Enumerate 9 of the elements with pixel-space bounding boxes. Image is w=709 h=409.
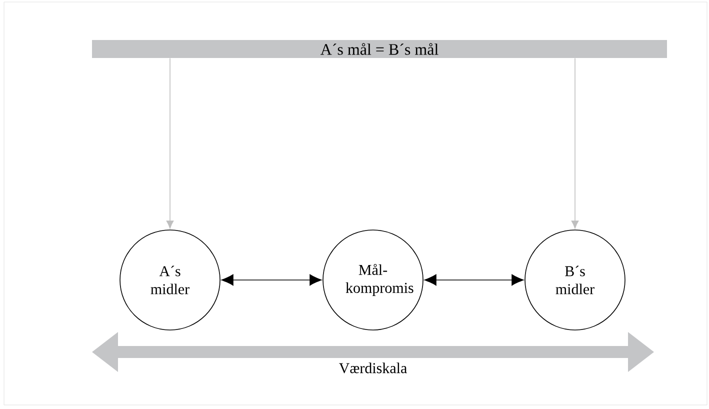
- arrow: [166, 58, 174, 229]
- arrow: [221, 274, 322, 286]
- circle-node: Mål- kompromis: [322, 230, 424, 330]
- circle-node: B´s midler: [524, 230, 626, 330]
- circle-node: A´s midler: [120, 230, 220, 330]
- scale-label: Værdiskala: [339, 362, 407, 374]
- title-band: A´s mål = B´s mål: [92, 40, 667, 58]
- arrow: [571, 58, 579, 229]
- arrow: [424, 274, 524, 286]
